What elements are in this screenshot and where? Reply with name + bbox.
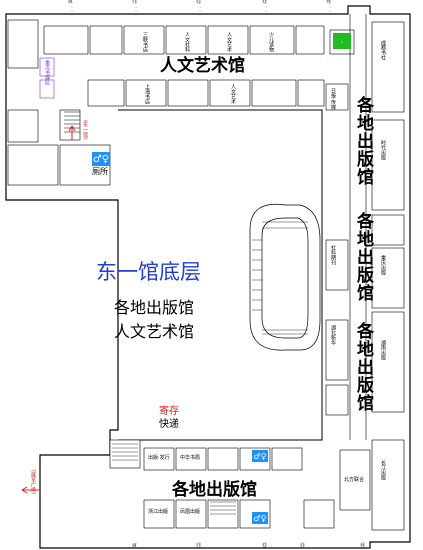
booth-label: 少儿读物 (268, 32, 274, 52)
axis-bottom-label: ⑫ (262, 543, 268, 549)
booth-label: 人文社科 (184, 32, 190, 52)
storage-label: 寄存 (159, 406, 179, 417)
axis-bottom-label: ⑩ (132, 543, 137, 549)
restroom-icon: ♂♀ (252, 512, 268, 524)
booth-label: 人文艺术 (226, 32, 232, 52)
express-label: 快递 (159, 419, 179, 430)
map-subtitle: 各地出版馆 (114, 298, 195, 317)
axis-bottom-label: ⑭ (360, 543, 366, 549)
map-title: 东一馆底层 (96, 260, 201, 284)
booth-label: 长江出版 (380, 460, 386, 480)
booth-label: 社科期刊 (330, 245, 336, 265)
zone-label-regional: 各地出版馆 (172, 480, 257, 500)
booth-label: 三联书店 (142, 32, 148, 52)
axis-bottom-label: ⑬ (300, 543, 306, 549)
booth-label: 浙江出版 (148, 509, 169, 515)
axis-top-label: ⑫ (196, 0, 202, 5)
booth-label: 人文艺术 (230, 84, 236, 104)
booth-label: 湖北新华 (330, 325, 336, 345)
booth-label: 日报·传媒 (330, 88, 336, 110)
exit-note: (展览广场) (30, 470, 36, 494)
axis-top-label: ⑩ (68, 0, 73, 5)
axis-top-label: ⑪ (132, 0, 138, 5)
zone-label-regional: 各地出版馆 (353, 322, 373, 412)
booth-label: 上海书店 (144, 84, 150, 104)
booth-label: 凤凰出版 (180, 509, 201, 515)
booth-label: 湖南出版 (380, 340, 386, 360)
promo-note: 重点书展区 (44, 60, 50, 85)
booth-label: 中华书局 (180, 455, 201, 461)
zone-label-regional: 各地出版馆 (353, 96, 373, 186)
booth-label: 北方联合 (344, 477, 365, 483)
restroom-icon: ♂♀ (252, 450, 268, 462)
toilet-label: 厕所 (92, 167, 108, 176)
booth-label: 成都书社 (380, 40, 386, 60)
zone-label-regional: 各地出版馆 (353, 212, 373, 302)
zone-label-humanities: 人文艺术馆 (160, 56, 245, 76)
axis-top-label: ⑭ (326, 0, 332, 5)
axis-top-label: ⑬ (262, 0, 268, 5)
booth-label: 重庆出版 (380, 255, 386, 275)
booth-label: 出版·发行 (148, 455, 170, 461)
map-subtitle: 人文艺术馆 (114, 322, 195, 341)
restroom-icon: ♂♀ (92, 152, 110, 166)
axis-bottom-label: ⑪ (196, 543, 202, 549)
info-sign-icon: i (333, 33, 351, 49)
gate-note: (东一馆) (82, 120, 88, 139)
booth-label: 时代出版 (380, 140, 386, 160)
